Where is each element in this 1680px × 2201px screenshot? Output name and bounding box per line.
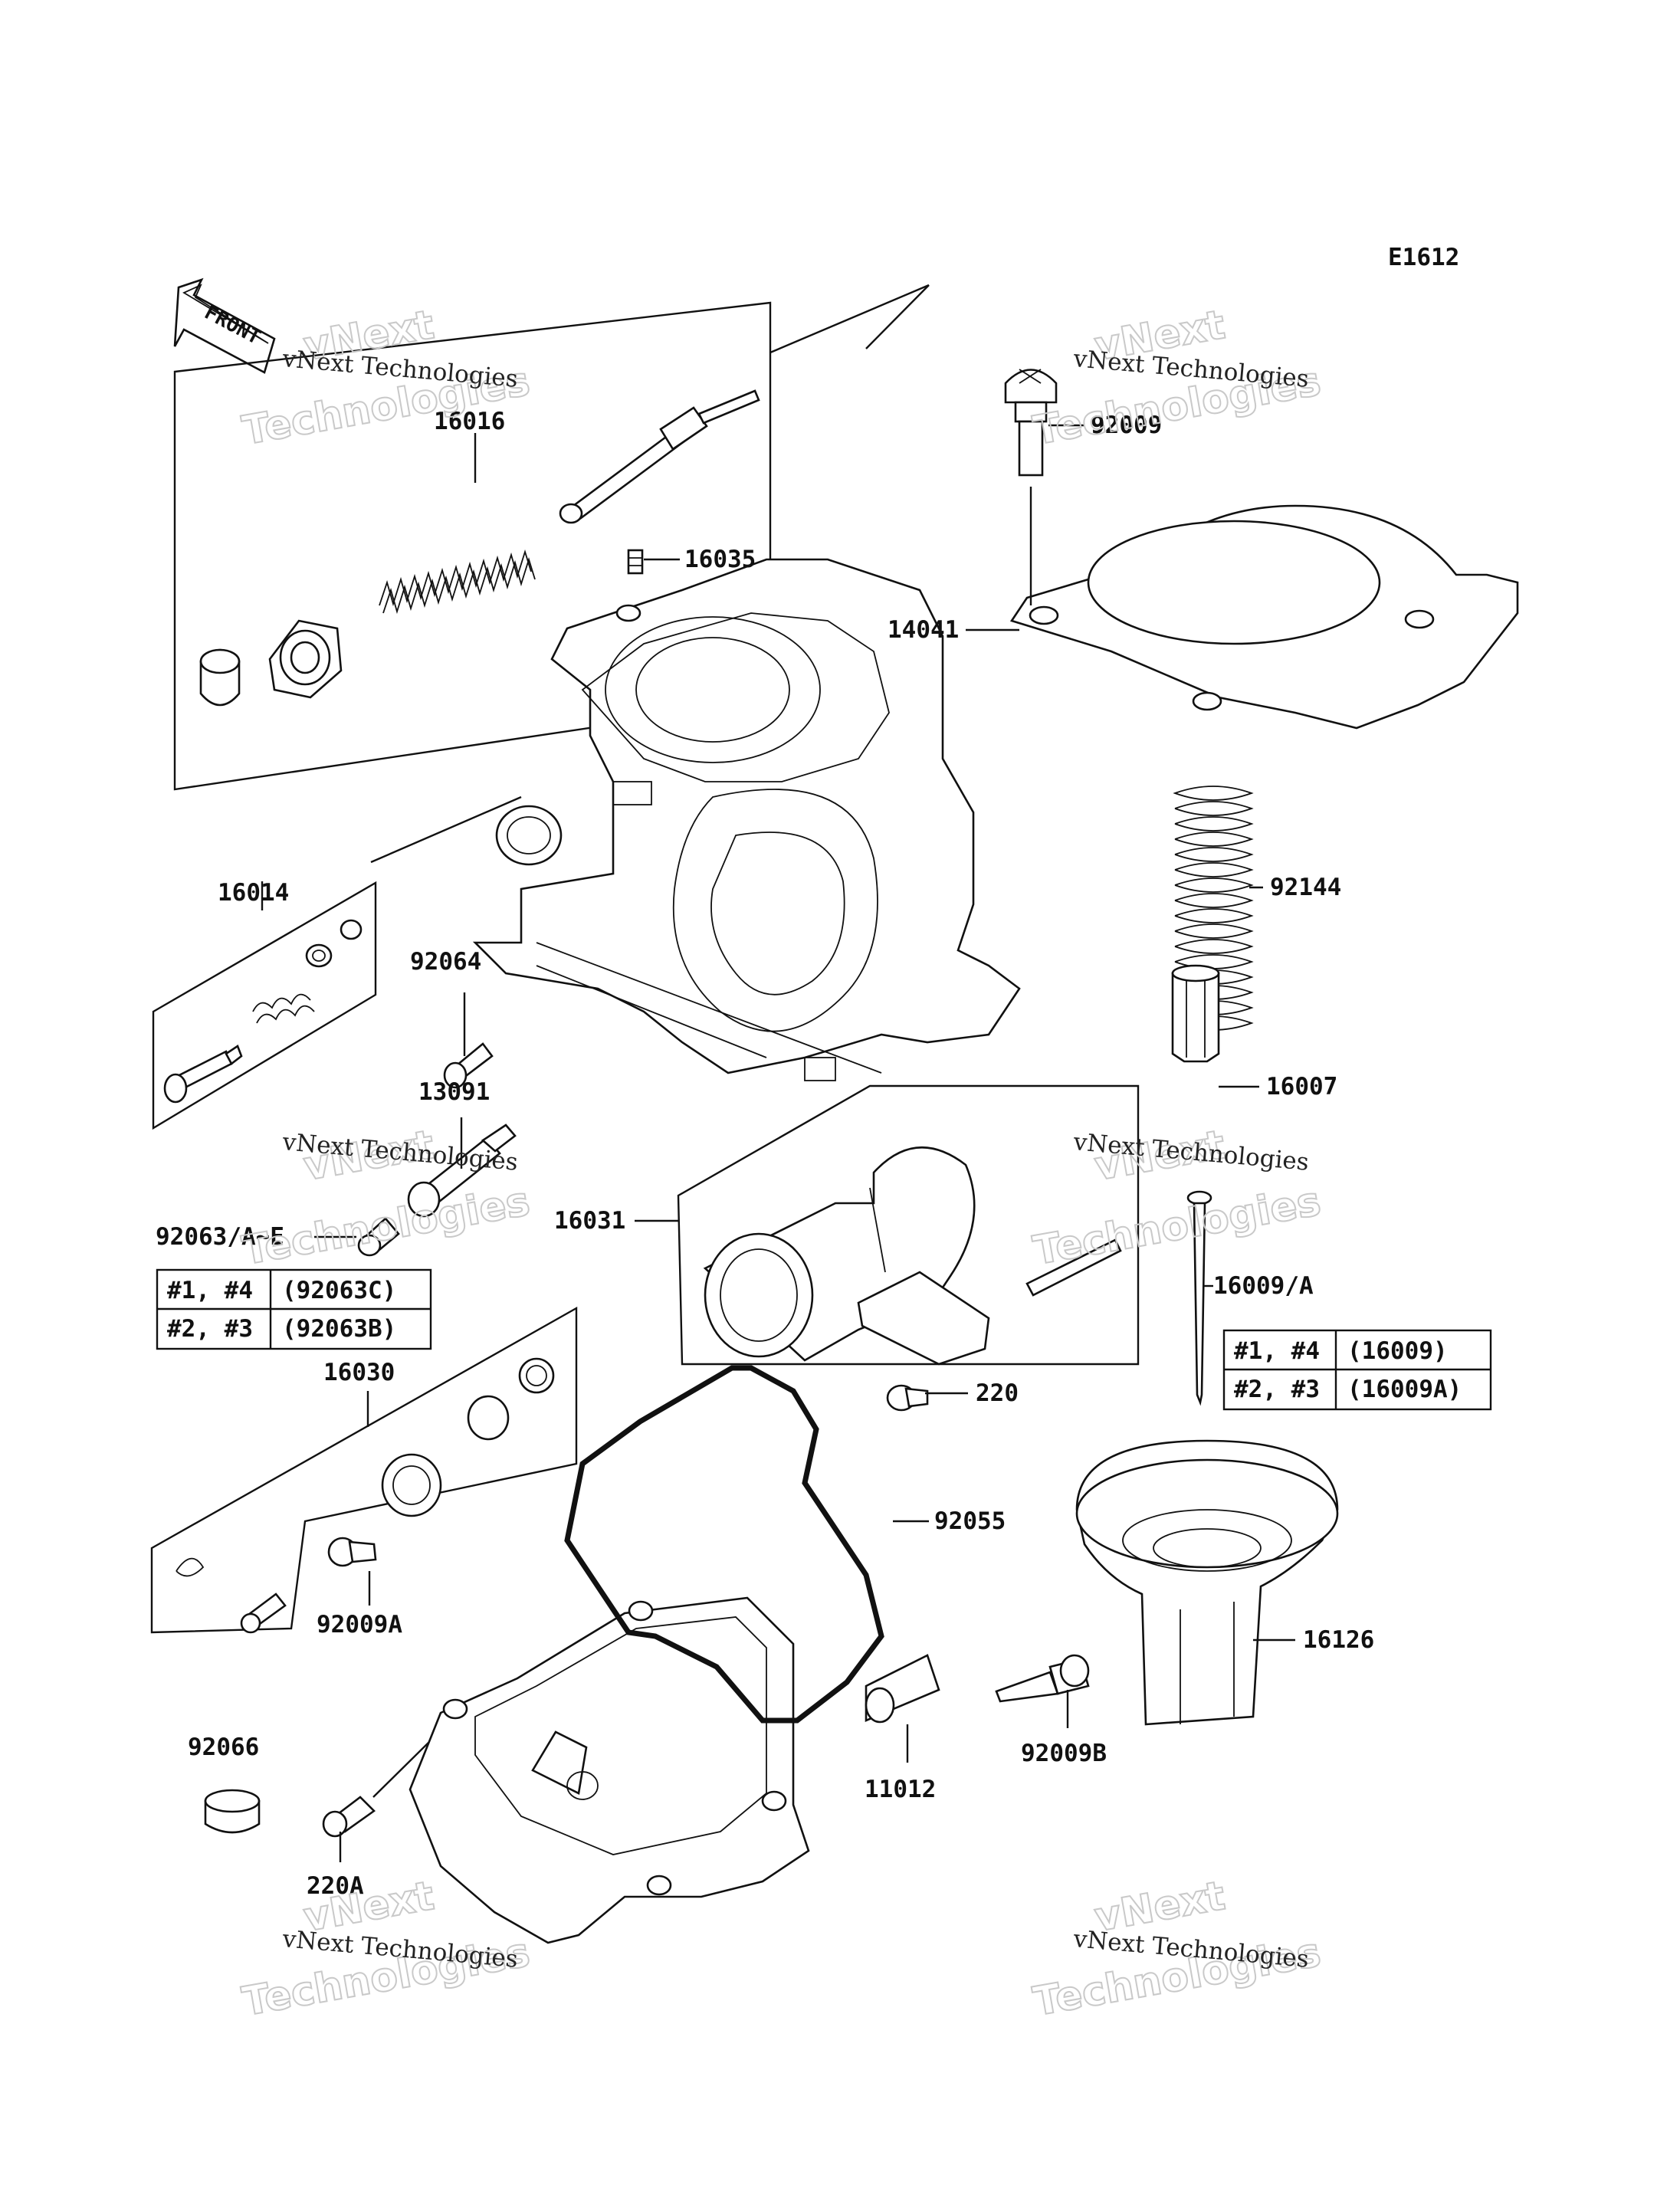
label-16030: 16030 xyxy=(323,1359,395,1386)
choke-cap-icon xyxy=(199,648,241,707)
table-16009-row2-part: (16009A) xyxy=(1347,1376,1462,1403)
jet-needle-16009-icon xyxy=(1186,1190,1212,1406)
choke-nut-icon xyxy=(268,619,343,699)
label-92064: 92064 xyxy=(410,948,481,976)
label-14041: 14041 xyxy=(888,616,959,644)
top-cover-14041-icon xyxy=(1009,504,1519,730)
fitting-13091-icon xyxy=(407,1123,517,1218)
label-92009B: 92009B xyxy=(1021,1740,1107,1767)
table-16009-row1-part: (16009) xyxy=(1347,1337,1448,1365)
label-16035: 16035 xyxy=(684,546,756,573)
spring-92144-icon xyxy=(1173,786,1254,1031)
vacuum-piston-16126-icon xyxy=(1075,1439,1339,1726)
screw-92009A-icon xyxy=(327,1537,377,1567)
label-92009: 92009 xyxy=(1091,412,1162,439)
label-92144: 92144 xyxy=(1270,874,1341,901)
diagram-code: E1612 xyxy=(1388,244,1459,271)
watermark-bottom-right: vNext Technologies vNext Technologies xyxy=(1029,1872,1325,2026)
watermark-mid-right: vNext Technologies vNext Technologies xyxy=(1029,1121,1325,1275)
float-valve-seat-icon xyxy=(381,1357,555,1517)
label-11012: 11012 xyxy=(865,1776,936,1803)
screw-92009-icon xyxy=(1004,369,1058,477)
table-16009: #1, #4 (16009) #2, #3 (16009A) xyxy=(1222,1329,1492,1411)
label-220: 220 xyxy=(976,1379,1019,1407)
gasket-92055-icon xyxy=(564,1365,884,1724)
float-valve-group xyxy=(150,1306,578,1634)
throttle-valve-icon xyxy=(703,1146,990,1366)
label-16126: 16126 xyxy=(1303,1626,1374,1654)
vent-plug-icon xyxy=(627,549,644,575)
throttle-valve-group xyxy=(677,1084,1140,1366)
fitting-92064-icon xyxy=(443,1042,494,1089)
pilot-screw-group xyxy=(152,795,522,1130)
watermark-top-right: vNext Technologies vNext Technologies xyxy=(1029,301,1325,455)
watermark-big-2: Technologies xyxy=(239,1179,533,1274)
label-92055: 92055 xyxy=(934,1507,1006,1535)
label-92063: 92063/A~E xyxy=(156,1223,284,1251)
carburetor-body-icon xyxy=(472,558,1021,1081)
pin-icon xyxy=(1025,1238,1122,1297)
cap-92066-icon xyxy=(204,1789,261,1834)
table-16009-row1-cyl: #1, #4 xyxy=(1234,1337,1320,1365)
table-92063: #1, #4 (92063C) #2, #3 (92063B) xyxy=(156,1268,432,1350)
table-92063-row1-cyl: #1, #4 xyxy=(167,1277,253,1304)
float-needle-icon xyxy=(240,1593,287,1634)
pilot-screw-icon xyxy=(163,1045,243,1104)
jet-92063-icon xyxy=(357,1217,400,1257)
screw-220A-icon xyxy=(322,1796,376,1838)
label-92009A: 92009A xyxy=(317,1611,402,1638)
choke-spring-icon xyxy=(379,549,536,615)
label-16007: 16007 xyxy=(1266,1073,1337,1100)
choke-plunger-group xyxy=(173,284,930,791)
label-16014: 16014 xyxy=(218,879,289,907)
label-16016: 16016 xyxy=(434,408,505,435)
label-16009: 16009/A xyxy=(1213,1272,1314,1300)
label-92066: 92066 xyxy=(188,1734,259,1761)
label-13091: 13091 xyxy=(418,1078,490,1106)
needle-holder-16007-icon xyxy=(1171,964,1220,1063)
table-16009-row2-cyl: #2, #3 xyxy=(1234,1376,1320,1403)
label-16031: 16031 xyxy=(554,1207,625,1235)
screw-92009B-icon xyxy=(995,1654,1090,1703)
table-92063-row2-part: (92063B) xyxy=(282,1315,396,1343)
table-92063-row2-cyl: #2, #3 xyxy=(167,1315,253,1343)
screw-220-icon xyxy=(886,1384,929,1412)
label-220A: 220A xyxy=(307,1872,364,1900)
float-bowl-icon xyxy=(409,1596,810,1944)
front-arrow-icon: FRONT xyxy=(173,277,276,374)
watermark-big-2: Technologies xyxy=(1030,1179,1324,1274)
table-92063-row1-part: (92063C) xyxy=(282,1277,396,1304)
cap-11012-icon xyxy=(865,1654,940,1724)
